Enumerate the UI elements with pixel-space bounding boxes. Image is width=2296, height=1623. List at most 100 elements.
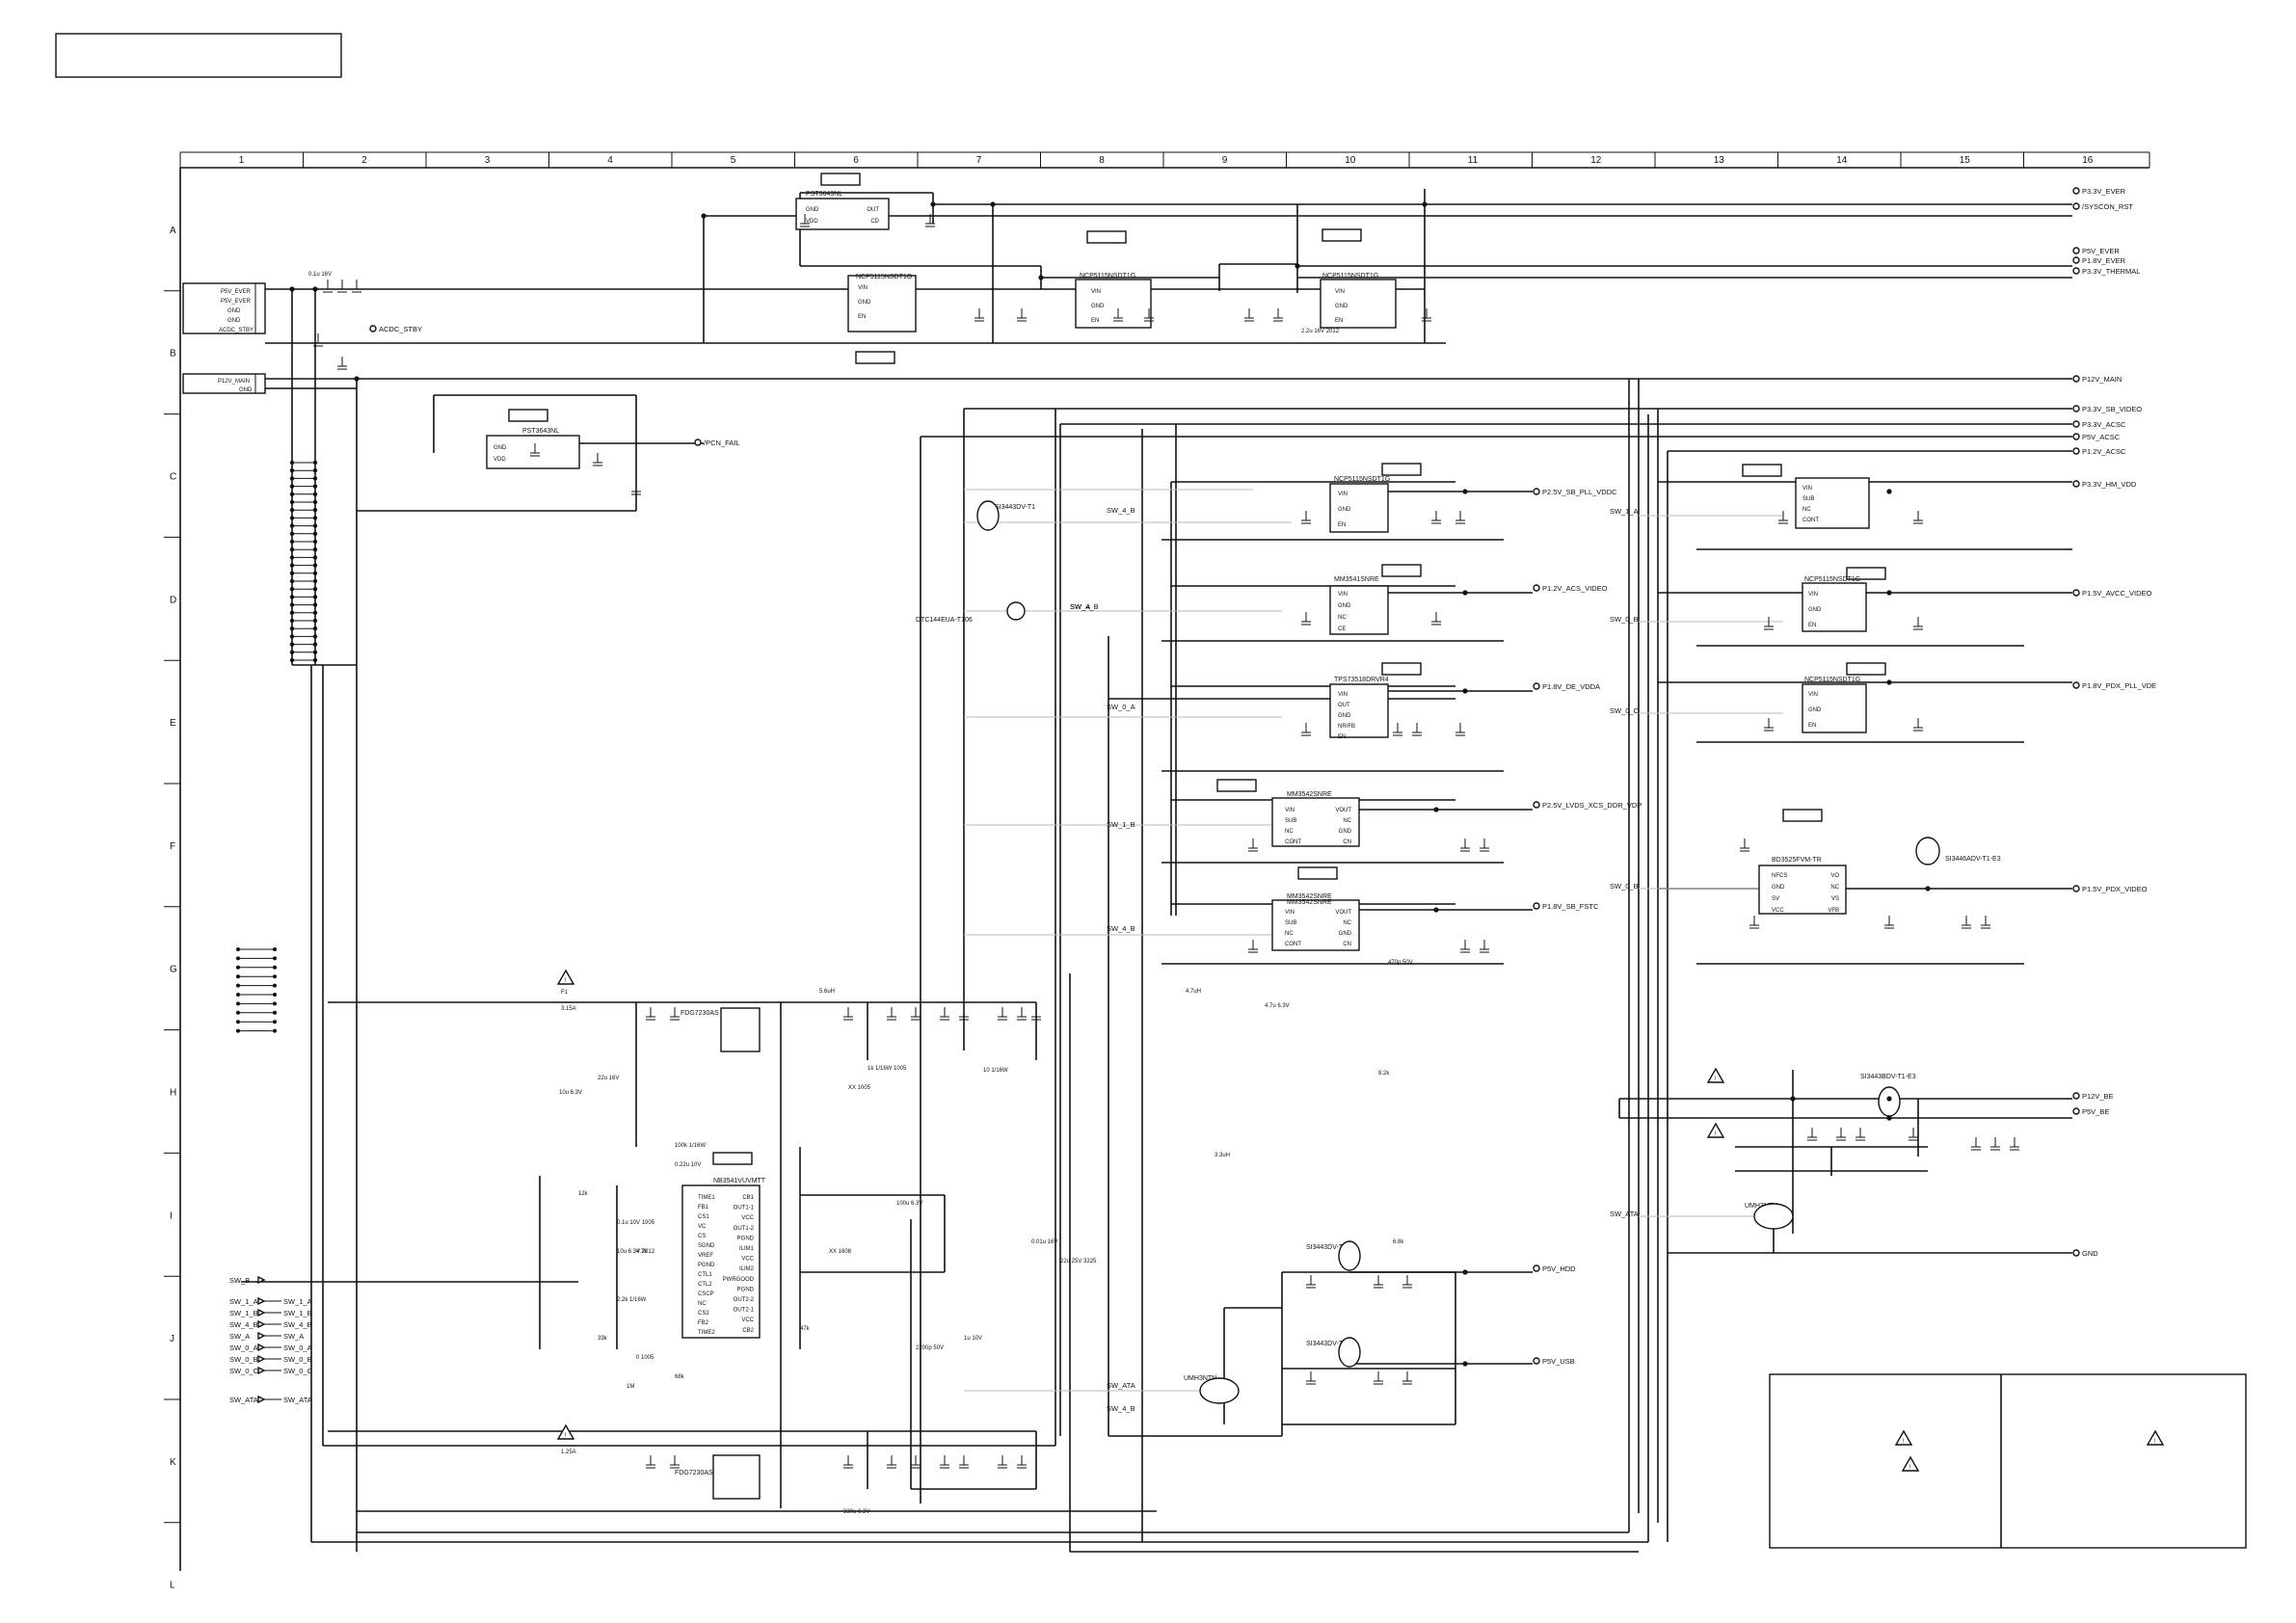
ic-part-number: SI3443DV-T1 xyxy=(995,504,1035,511)
ic-pin-label: VIN xyxy=(1335,289,1345,295)
cn1-pin-1: P5V_EVER xyxy=(221,289,252,295)
component-value: 3.3uH xyxy=(1215,1153,1230,1158)
input-net-name: SW_1_A xyxy=(229,1297,258,1306)
ic-pin-label: NFCS xyxy=(1772,873,1787,879)
column-label: 8 xyxy=(1099,155,1105,166)
component-value: 0 1005 xyxy=(636,1355,654,1361)
ic-pin-label: FB2 xyxy=(698,1320,709,1326)
ic-pin-label: NC xyxy=(1338,615,1347,621)
component-value: 47k xyxy=(800,1326,811,1332)
net-label: SW_ATA xyxy=(1610,1210,1639,1218)
ic-pin-label: ILIM1 xyxy=(739,1246,755,1252)
ic-pin-label: VREF xyxy=(698,1253,713,1259)
net-name: /SYSCON_RST xyxy=(2082,202,2133,211)
junction-dot xyxy=(1790,1096,1796,1102)
component-value: 470p 50V xyxy=(1388,960,1413,966)
ic-pin-label: CB2 xyxy=(742,1328,754,1334)
ic-pin-label: EN xyxy=(1808,623,1816,628)
input-net-name: SW_1_B xyxy=(229,1309,258,1317)
input-net-name: SW_0_B xyxy=(229,1355,258,1364)
warning-icon xyxy=(2146,1429,2165,1446)
ic-pin-label: NC xyxy=(1343,920,1351,926)
cn1-pin-4: GND xyxy=(227,318,241,324)
net-name: P1.5V_PDX_VIDEO xyxy=(2082,885,2148,893)
net-name: P1.2V_ACS_VIDEO xyxy=(1542,584,1608,593)
component-value: XX 1005 xyxy=(848,1085,871,1091)
warning-icon xyxy=(556,1423,575,1440)
warning-mark: ! xyxy=(565,978,567,984)
input-arrow xyxy=(257,1366,266,1375)
net-name: /PCN_FAIL xyxy=(704,439,740,447)
ic-pin-label: SV xyxy=(1772,896,1779,902)
column-label: 16 xyxy=(2082,155,2094,166)
net-name: GND xyxy=(2082,1249,2098,1258)
net-name: P3.3V_THERMAL xyxy=(2082,267,2140,276)
ic-pin-label: VOUT xyxy=(1335,910,1351,916)
net-name: P1.2V_ACSC xyxy=(2082,447,2126,456)
input-net-name: SW_4_B xyxy=(229,1320,258,1329)
ic-part-number: SI3443DV-T1 xyxy=(1306,1341,1347,1347)
warning-mark: ! xyxy=(1715,1131,1717,1137)
net-name: P3.3V_EVER xyxy=(2082,187,2126,196)
ic-pin-label: VIN xyxy=(1285,910,1295,916)
net-port xyxy=(2072,885,2080,892)
transistors xyxy=(976,500,1940,1404)
junction-dot xyxy=(1886,1115,1892,1121)
ic-pin-label: EN xyxy=(1335,318,1343,324)
warning-icon xyxy=(1706,1067,1725,1083)
net-port xyxy=(369,325,377,333)
ic-pin-label: OUT2-1 xyxy=(734,1308,755,1314)
ic-pin-label: FB1 xyxy=(698,1205,709,1211)
component-value: 10u 6.3V 2012 xyxy=(617,1249,655,1255)
junction-dot xyxy=(1925,886,1931,891)
ic-pin-label: EN xyxy=(858,314,866,320)
ic-pin-label: VCC xyxy=(741,1257,754,1263)
part-tags xyxy=(508,173,1886,1165)
ic-pin-label: CS xyxy=(698,1234,706,1239)
net-port xyxy=(2072,267,2080,275)
net-name: P5V_BE xyxy=(2082,1107,2109,1116)
net-name: ACDC_STBY xyxy=(379,325,422,333)
column-label: 5 xyxy=(731,155,736,166)
component-value: 0.1u 10V 1005 xyxy=(617,1220,655,1226)
component-glyphs xyxy=(289,201,2019,1469)
component-value: 4.7k xyxy=(636,1249,648,1255)
input-net-alias: SW_1_A xyxy=(283,1297,312,1306)
ic-pin-label: NR/FB xyxy=(1338,724,1355,730)
ic-pin-label: CONT xyxy=(1285,942,1301,947)
ic-pin-label: VCC xyxy=(1772,908,1784,914)
cn1-pin-2: P5V_EVER xyxy=(221,299,252,305)
ic-part-number: TPS73518DRVR4 xyxy=(1334,677,1389,683)
ic-pin-label: NC xyxy=(1343,818,1351,824)
net-name: P2.5V_LVDS_XCS_DDR_VDP xyxy=(1542,801,1642,810)
component-value: 100u 6.3V xyxy=(896,1201,922,1207)
ic-pin-label: VIN xyxy=(1338,592,1348,598)
ic-pin-label: VIN xyxy=(1338,492,1348,497)
cn1-pin-3: GND xyxy=(227,308,241,314)
net-port xyxy=(2072,405,2080,412)
component-value: 68k xyxy=(675,1374,685,1380)
ic-pin-label: GND xyxy=(1772,885,1785,891)
input-arrow xyxy=(257,1275,266,1285)
warning-icon xyxy=(1894,1429,1913,1446)
net-label: SW_0_A xyxy=(1107,703,1135,711)
ic-pin-label: GND xyxy=(1808,707,1822,713)
row-label: G xyxy=(170,965,177,975)
ic-pin-label: SUB xyxy=(1802,496,1814,502)
ic-part-number: SI3446ADV-T1-E3 xyxy=(1945,856,2001,863)
ic-pin-label: VOUT xyxy=(1335,808,1351,813)
junction-dot xyxy=(930,201,936,207)
ic-part-number: NCP5115NSDT1G xyxy=(856,274,912,280)
component-value: 0.22u 10V xyxy=(675,1162,701,1168)
column-label: 12 xyxy=(1590,155,1602,166)
component-value: 5.6uH xyxy=(819,989,835,995)
ic-pin-label: SGND xyxy=(698,1243,715,1249)
input-net-name: SW_0_C xyxy=(229,1367,259,1375)
ic-part-number: SI3443BDV-T1-E3 xyxy=(1860,1074,1916,1080)
junction-dot xyxy=(1422,201,1428,207)
ic-part-number: NCP5115NSDT1G xyxy=(1080,273,1135,279)
ic-pin-label: NC xyxy=(1285,829,1294,835)
ic-pin-label: NC xyxy=(1802,507,1811,513)
column-label: 9 xyxy=(1222,155,1228,166)
ic-pin-label: PGND xyxy=(698,1263,715,1268)
